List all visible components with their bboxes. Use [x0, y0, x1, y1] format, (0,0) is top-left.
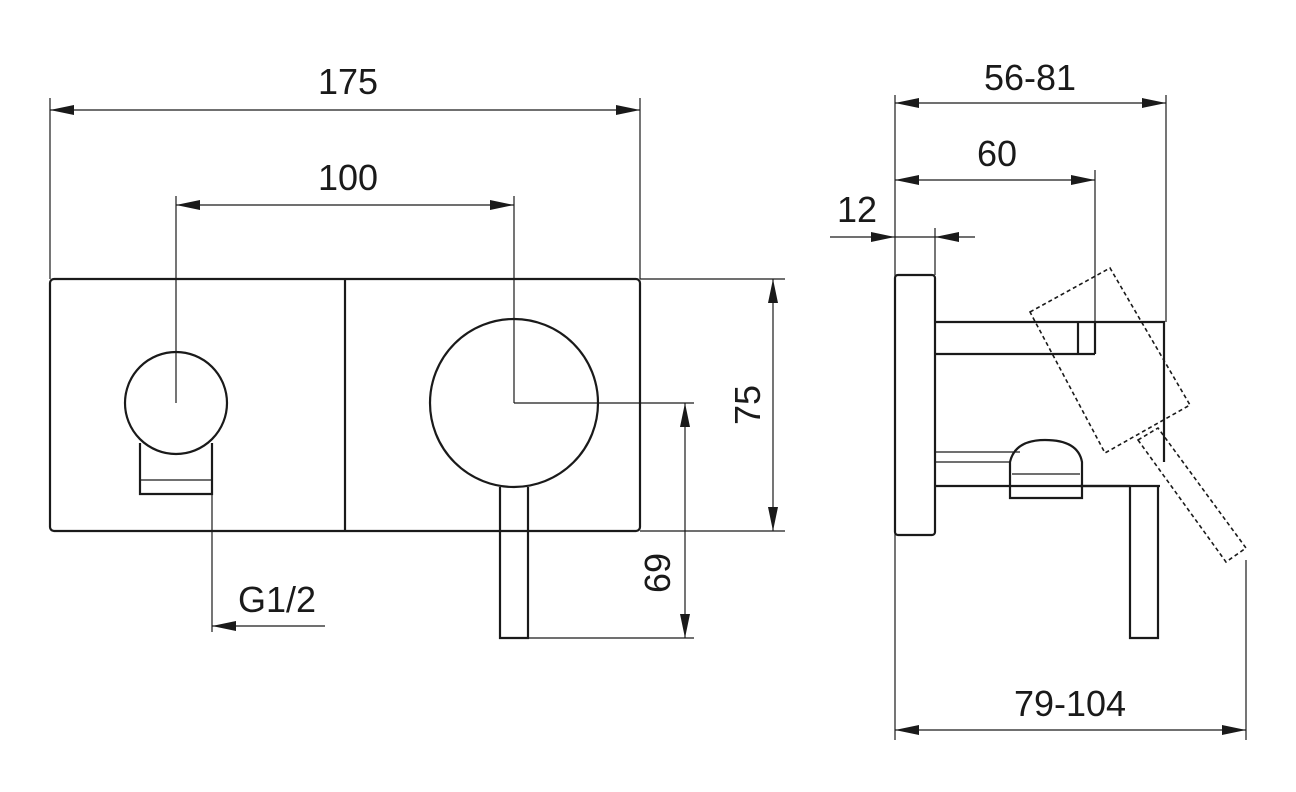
mixer-lever: [498, 487, 530, 640]
dim-label-g12: G1/2: [238, 579, 316, 620]
dim-label-69: 69: [637, 553, 678, 593]
dim-label-79-104: 79-104: [1014, 683, 1126, 724]
dim-label-100: 100: [318, 157, 378, 198]
front-view: 175 100 75 69 G1/2: [48, 61, 785, 640]
side-connector: [1008, 438, 1084, 500]
dim-label-75: 75: [727, 385, 768, 425]
dim-label-56-81: 56-81: [984, 57, 1076, 98]
side-wall-plate: [893, 273, 937, 537]
side-view: 56-81 60 12 79-104: [830, 57, 1248, 740]
lever-alt-position-lower: [1136, 426, 1248, 564]
side-lever: [1128, 486, 1160, 640]
lever-alt-position-upper: [1028, 266, 1192, 455]
dim-label-175: 175: [318, 61, 378, 102]
dim-label-60: 60: [977, 133, 1017, 174]
spout-connector: [138, 443, 214, 496]
dim-label-12: 12: [837, 189, 877, 230]
side-body-top: [935, 320, 1166, 462]
